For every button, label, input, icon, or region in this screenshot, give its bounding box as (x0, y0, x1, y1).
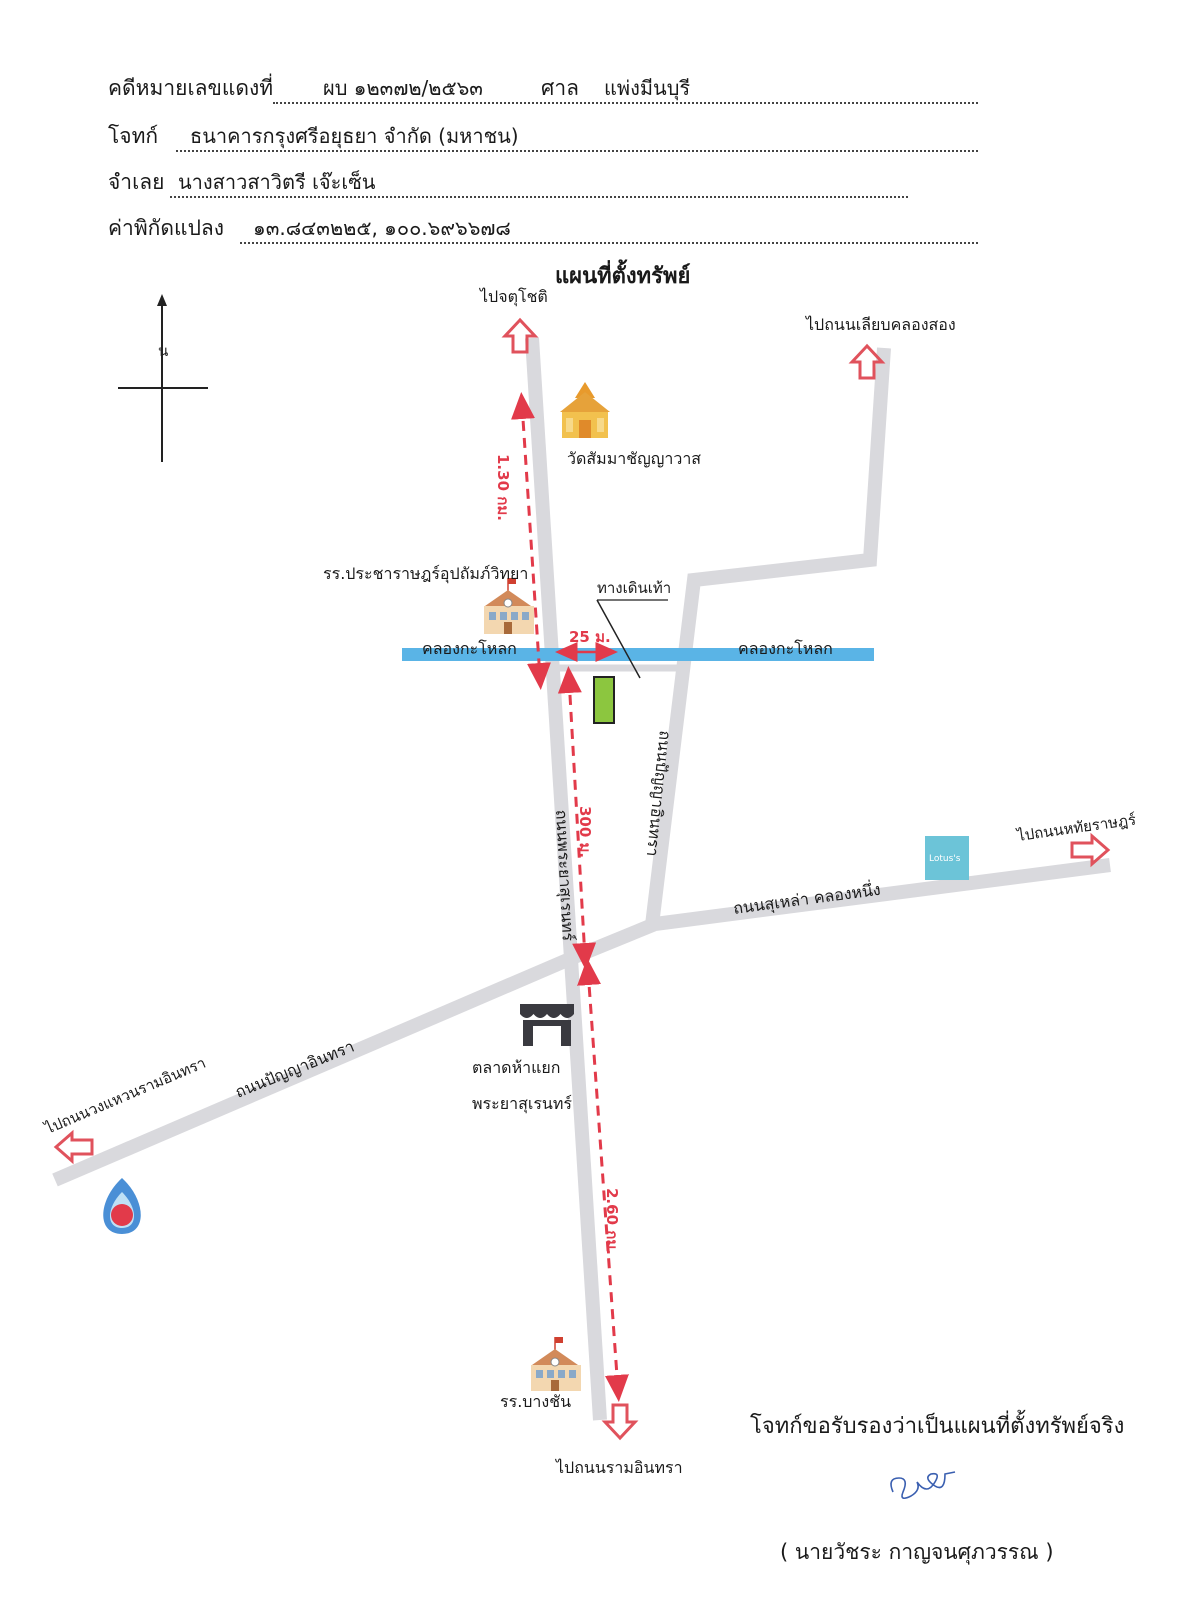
dotted-underline (273, 102, 978, 104)
label-to-north: ไปจตุโชติ (478, 287, 548, 307)
plaintiff-name: ธนาคารกรุงศรีอยุธยา จำกัด (มหาชน) (190, 124, 519, 148)
court-label: ศาล (541, 76, 579, 100)
walkway-pointer (596, 599, 641, 679)
lotus-logo-text: Lotus's (929, 854, 961, 864)
dotted-underline (240, 242, 978, 244)
dotted-underline (176, 150, 978, 152)
road-panya-suhla (52, 858, 1111, 1187)
case-number-line: คดีหมายเลขแดงที่ ผบ ๑๒๓๗๒/๒๕๖๓ ศาล แพ่งม… (108, 72, 988, 106)
arrow-northeast (848, 343, 886, 380)
label-canal-right: คลองกะโหลก (738, 639, 833, 658)
coords-value: ๑๓.๘๔๓๒๒๕, ๑๐๐.๖๙๖๖๗๘ (253, 216, 511, 240)
distance-line-middle (557, 666, 597, 970)
market-icon (520, 1004, 574, 1046)
defendant-line: จำเลย นางสาวสาวิตรี เจ๊ะเซ็น (108, 166, 908, 200)
distance-label-north: 1.30 กม. (494, 454, 512, 521)
distance-label-canal: 25 ม. (569, 628, 611, 646)
label-canal-left: คลองกะโหลก (422, 639, 517, 658)
label-to-northeast: ไปถนนเลียบคลองสอง (804, 315, 956, 334)
label-walkway: ทางเดินเท้า (597, 579, 671, 597)
label-road-suhla: ถนนสุเหล่า คลองหนึ่ง (732, 878, 882, 919)
arrow-east (1070, 832, 1111, 868)
label-road-main: ถนนพระยาสุเรนทร์ (551, 809, 578, 942)
defendant-label: จำเลย (108, 170, 165, 194)
certification-statement: โจทก์ขอรับรองว่าเป็นแผนที่ตั้งทรัพย์จริง (750, 1414, 1125, 1439)
label-to-south: ไปถนนรามอินทรา (554, 1458, 683, 1477)
distance-line-north (511, 392, 551, 690)
dotted-underline (170, 196, 908, 198)
label-market-line1: ตลาดห้าแยก (472, 1058, 560, 1077)
label-school-south: รร.บางชัน (500, 1392, 571, 1411)
north-label: น (158, 342, 168, 360)
signature-scribble (890, 1471, 956, 1500)
arrow-south (601, 1403, 639, 1441)
distance-line-south (577, 958, 629, 1402)
road-panya-vertical (645, 347, 891, 926)
temple-icon (560, 382, 610, 438)
defendant-name: นางสาวสาวิตรี เจ๊ะเซ็น (178, 170, 376, 194)
plaintiff-label: โจทก์ (108, 124, 159, 148)
ptt-logo-icon (103, 1178, 141, 1234)
label-school-north: รร.ประชาราษฎร์อุปถัมภ์วิทยา (323, 564, 528, 584)
arrow-west (53, 1129, 94, 1165)
lotus-logo-icon: Lotus's (925, 836, 969, 880)
case-number: ผบ ๑๒๓๗๒/๒๕๖๓ (323, 76, 483, 100)
coords-label: ค่าพิกัดแปลง (108, 216, 225, 240)
signer-name: ( นายวัชระ กาญจนศุภวรรณ ) (780, 1540, 1054, 1564)
plaintiff-line: โจทก์ ธนาคารกรุงศรีอยุธยา จำกัด (มหาชน) (108, 120, 988, 154)
court-name: แพ่งมีนบุรี (604, 76, 691, 100)
distance-label-middle: 300 ม. (576, 806, 594, 858)
label-road-panya-diag: ถนนปัญญาอินทรา (232, 1037, 357, 1102)
school-icon (484, 578, 534, 634)
distance-label-south: 2.60 กม. (603, 1188, 621, 1255)
property-plot (593, 676, 615, 724)
label-temple: วัดสัมมาชัญญาวาส (567, 449, 701, 468)
arrow-north (501, 317, 539, 354)
label-market-line2: พระยาสุเรนทร์ (472, 1094, 572, 1114)
coords-line: ค่าพิกัดแปลง ๑๓.๘๔๓๒๒๕, ๑๐๐.๖๙๖๖๗๘ (108, 212, 988, 246)
north-compass-icon: น (118, 294, 208, 462)
school-icon (531, 1337, 581, 1391)
case-label: คดีหมายเลขแดงที่ (108, 76, 274, 100)
map-title: แผนที่ตั้งทรัพย์ (555, 259, 690, 289)
label-to-east: ไปถนนหทัยราษฎร์ (1015, 810, 1137, 845)
